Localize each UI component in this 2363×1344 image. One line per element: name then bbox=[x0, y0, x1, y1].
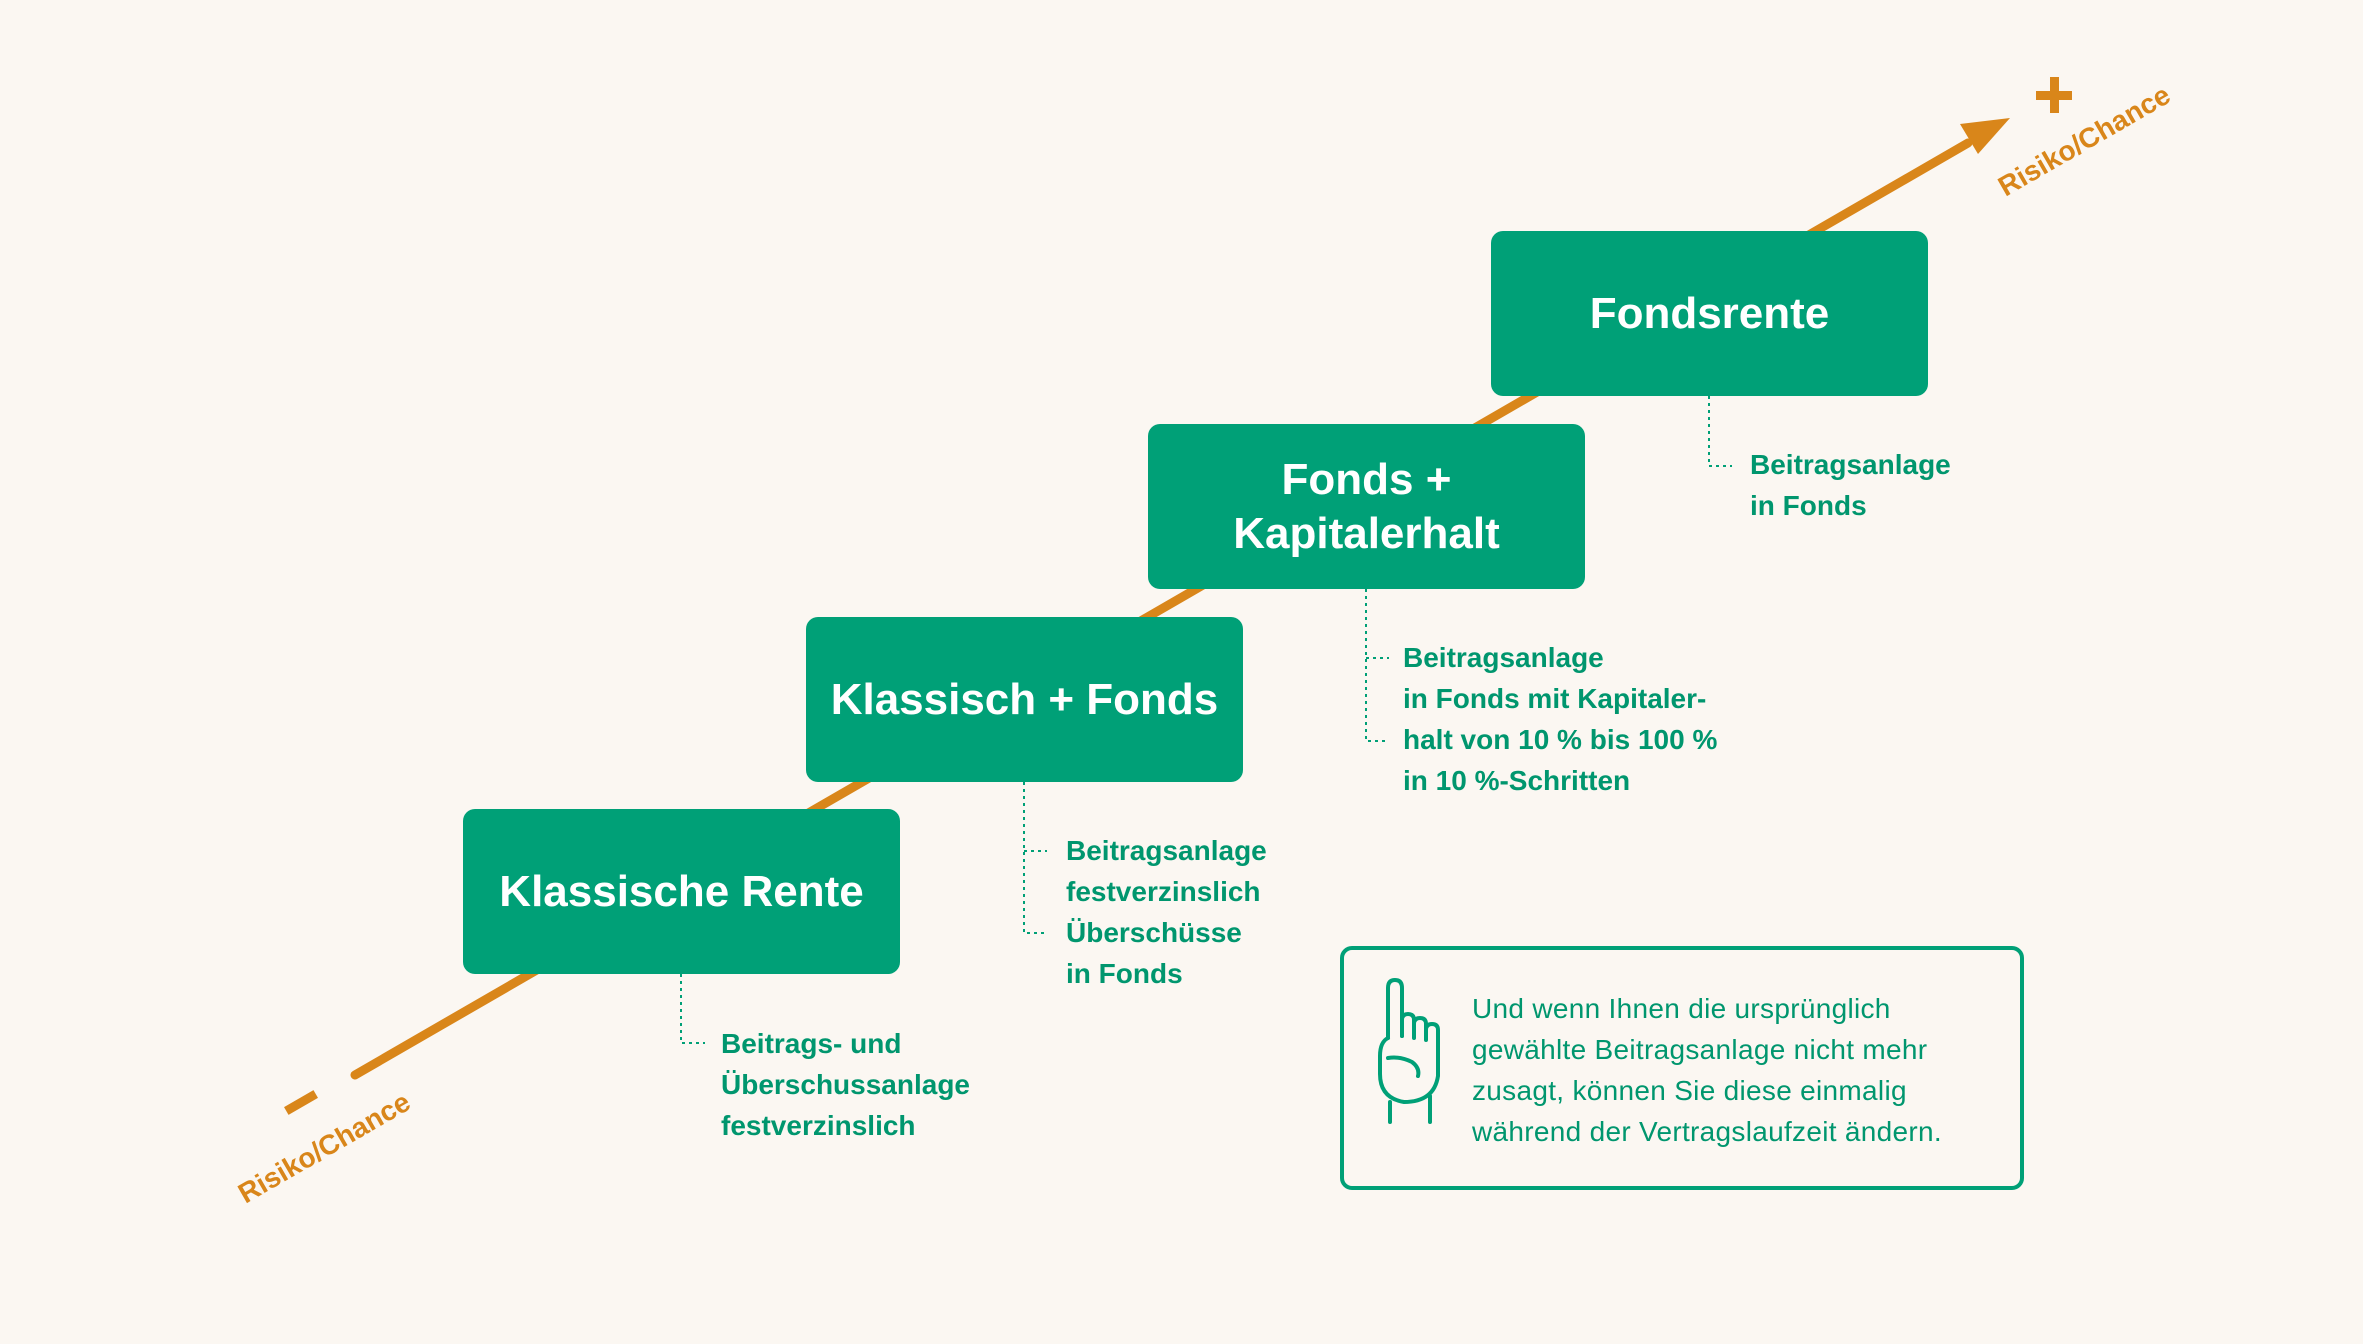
connector-step-1 bbox=[680, 974, 705, 1044]
step-box-fonds-kapitalerhalt: Fonds + Kapitalerhalt bbox=[1148, 424, 1585, 589]
description-line: in Fonds bbox=[1066, 958, 1183, 989]
description-line: Überschussanlage bbox=[721, 1069, 970, 1100]
step-title-line-2: Kapitalerhalt bbox=[1233, 508, 1500, 558]
connector-step-2-a bbox=[1023, 782, 1047, 934]
step-box-klassische-rente: Klassische Rente bbox=[463, 809, 900, 974]
step-description-fonds-kapitalerhalt: Beitragsanlage in Fonds mit Kapitaler- h… bbox=[1403, 637, 1717, 801]
description-line: in Fonds mit Kapitaler- bbox=[1403, 683, 1707, 714]
description-line: halt von 10 % bis 100 % bbox=[1403, 724, 1718, 755]
description-line: Beitrags- und bbox=[721, 1028, 902, 1059]
step-title: Fondsrente bbox=[1589, 288, 1830, 338]
description-line: festverzinslich bbox=[721, 1110, 916, 1141]
hint-box: Und wenn Ihnen die ursprünglich gewählte… bbox=[1340, 946, 2024, 1190]
risk-axis-arrowhead bbox=[1960, 118, 2010, 154]
hint-line: zusagt, können Sie diese einmalig bbox=[1472, 1075, 1907, 1106]
connector-step-4 bbox=[1708, 396, 1732, 467]
description-line: in Fonds bbox=[1750, 490, 1867, 521]
description-line: Überschüsse bbox=[1066, 917, 1242, 948]
hint-line: während der Vertragslaufzeit ändern. bbox=[1472, 1116, 1942, 1147]
description-line: Beitragsanlage bbox=[1750, 449, 1951, 480]
description-line: festverzinslich bbox=[1066, 876, 1261, 907]
step-description-klassisch-fonds: Beitragsanlage festverzinslich Überschüs… bbox=[1066, 830, 1267, 994]
step-box-klassisch-fonds: Klassisch + Fonds bbox=[806, 617, 1243, 782]
description-line: in 10 %-Schritten bbox=[1403, 765, 1631, 796]
step-title-line-1: Fonds + bbox=[1281, 454, 1452, 504]
step-description-klassische-rente: Beitrags- und Überschussanlage festverzi… bbox=[721, 1023, 970, 1146]
connector-step-3-a bbox=[1365, 589, 1389, 742]
step-box-fondsrente: Fondsrente bbox=[1491, 231, 1928, 396]
description-line: Beitragsanlage bbox=[1403, 642, 1604, 673]
step-title: Klassisch + Fonds bbox=[830, 674, 1219, 724]
step-title: Klassische Rente bbox=[499, 866, 864, 916]
step-description-fondsrente: Beitragsanlage in Fonds bbox=[1750, 444, 1951, 526]
pointing-hand-icon bbox=[1378, 978, 1440, 1124]
hint-line: gewählte Beitragsanlage nicht mehr bbox=[1472, 1034, 1928, 1065]
description-line: Beitragsanlage bbox=[1066, 835, 1267, 866]
plus-sign-vertical bbox=[2050, 77, 2059, 113]
hint-line: Und wenn Ihnen die ursprünglich bbox=[1472, 993, 1891, 1024]
hint-text: Und wenn Ihnen die ursprünglich gewählte… bbox=[1472, 988, 1942, 1152]
